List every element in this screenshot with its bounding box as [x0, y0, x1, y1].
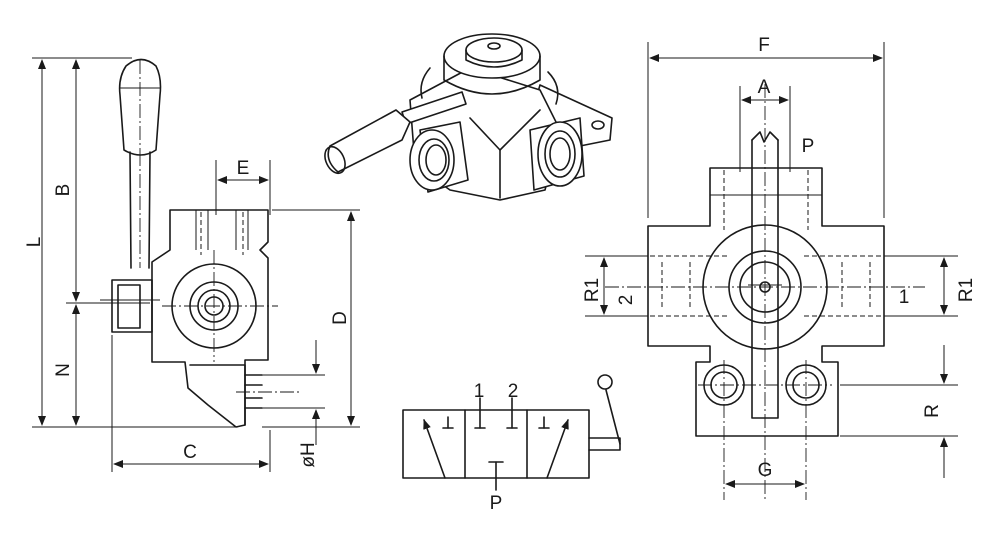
front-port-2: 2: [616, 295, 637, 306]
dim-R1-right-label: R1: [956, 278, 977, 302]
dim-C-label: C: [183, 442, 197, 463]
dim-R1-left-label: R1: [582, 278, 603, 302]
dim-E-label: E: [237, 158, 250, 179]
symbol-port-1: 1: [474, 381, 485, 402]
isometric-view: [324, 33, 613, 201]
dim-R-label: R: [922, 404, 943, 418]
dim-G-label: G: [758, 460, 773, 481]
front-port-P: P: [802, 136, 815, 157]
dim-A-label: A: [758, 77, 771, 98]
dim-L-label: L: [24, 237, 45, 248]
symbol-port-2: 2: [508, 381, 519, 402]
side-view: L B N: [24, 57, 360, 472]
dim-N-label: N: [53, 363, 74, 377]
handle-knob: [118, 58, 162, 156]
symbol-port-P: P: [490, 493, 503, 514]
schematic-symbol: 1 2 P: [402, 374, 621, 514]
dim-F-label: F: [758, 35, 770, 56]
iso-handle-grip: [327, 109, 411, 173]
dim-B-label: B: [53, 184, 74, 197]
iso-port-left: [409, 129, 455, 191]
front-body: [647, 167, 885, 437]
dim-H-label: øH: [298, 442, 319, 467]
handle-stem: [129, 151, 151, 269]
side-body: [151, 209, 269, 428]
front-view: F A P: [582, 35, 977, 500]
dim-D-label: D: [330, 311, 351, 325]
front-port-1: 1: [899, 287, 910, 308]
